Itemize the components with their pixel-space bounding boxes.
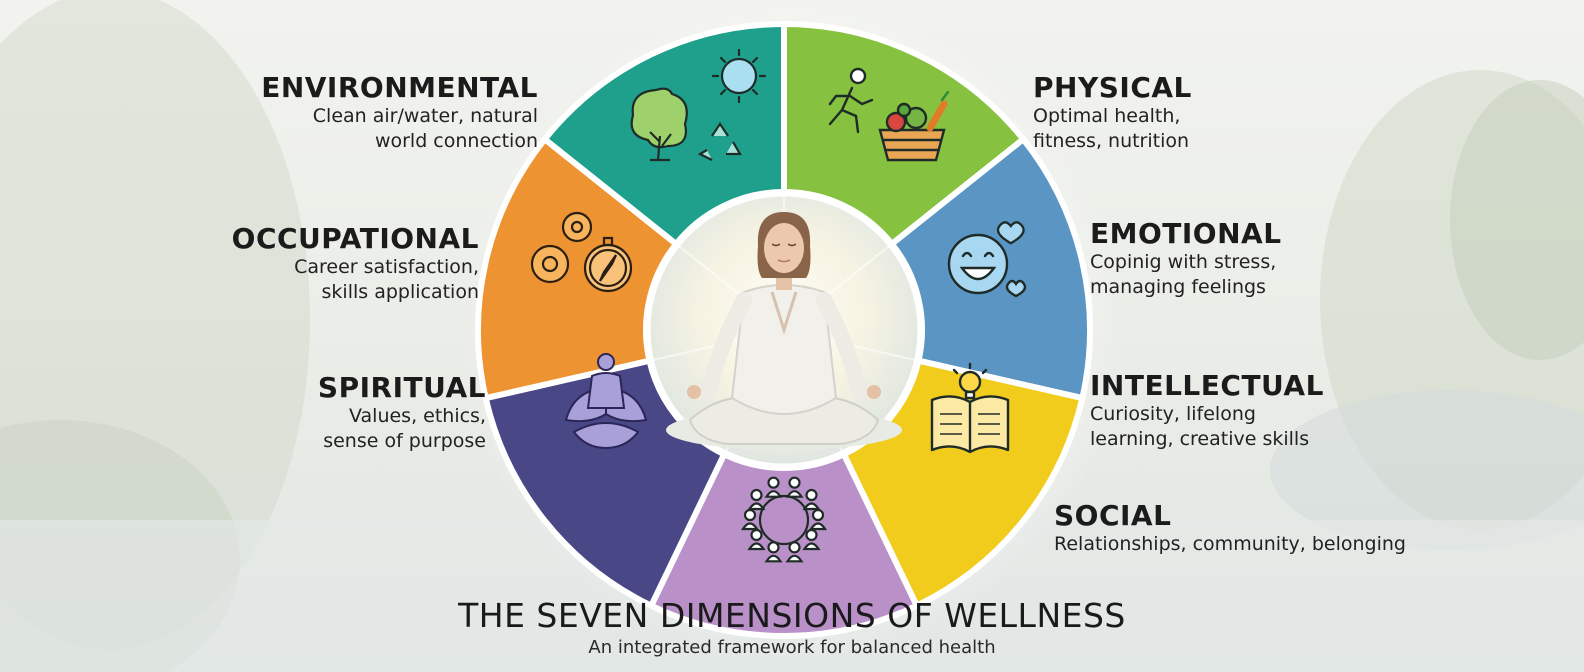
spiritual-title: SPIRITUAL bbox=[317, 371, 486, 404]
person-head bbox=[767, 476, 780, 489]
label-occupational: OCCUPATIONAL Career satisfaction, skills… bbox=[232, 223, 479, 305]
environmental-desc-2: world connection bbox=[374, 130, 538, 152]
emotional-desc-2: managing feelings bbox=[1090, 276, 1266, 298]
occupational-title: OCCUPATIONAL bbox=[231, 222, 479, 255]
book-lightbulb-icon bbox=[930, 362, 1010, 454]
people-circle-icon bbox=[740, 476, 828, 563]
label-spiritual: SPIRITUAL Values, ethics, sense of purpo… bbox=[318, 372, 486, 454]
page-title: THE SEVEN DIMENSIONS OF WELLNESS bbox=[458, 596, 1126, 635]
intellectual-title: INTELLECTUAL bbox=[1090, 369, 1324, 402]
person-body bbox=[747, 542, 766, 551]
occupational-desc-1: Career satisfaction, bbox=[294, 256, 479, 278]
label-physical: PHYSICAL Optimal health, fitness, nutrit… bbox=[1033, 72, 1192, 154]
tree-sun-recycle-icon bbox=[630, 48, 767, 162]
person-head bbox=[750, 488, 763, 502]
gears-compass-icon bbox=[530, 211, 633, 293]
emotional-desc-1: Copinig with stress, bbox=[1090, 251, 1277, 273]
person-head bbox=[743, 508, 757, 522]
person-body bbox=[785, 554, 804, 563]
label-environmental: ENVIRONMENTAL Clean air/water, natural w… bbox=[261, 72, 538, 154]
social-title: SOCIAL bbox=[1054, 499, 1172, 532]
physical-title: PHYSICAL bbox=[1033, 71, 1192, 104]
people-ring bbox=[758, 494, 810, 546]
spiritual-desc-2: sense of purpose bbox=[323, 430, 486, 452]
person-body bbox=[802, 542, 821, 551]
label-emotional: EMOTIONAL Copinig with stress, managing … bbox=[1090, 218, 1282, 300]
spiritual-desc-1: Values, ethics, bbox=[349, 405, 486, 427]
person-body bbox=[785, 490, 804, 498]
emotional-title: EMOTIONAL bbox=[1090, 217, 1282, 250]
person-head bbox=[811, 508, 825, 522]
person-head bbox=[788, 476, 801, 489]
meditating-woman-icon bbox=[666, 212, 902, 450]
occupational-desc-2: skills application bbox=[321, 281, 479, 303]
label-social: SOCIAL Relationships, community, belongi… bbox=[1054, 500, 1406, 557]
physical-desc-1: Optimal health, bbox=[1033, 105, 1181, 127]
social-desc-1: Relationships, community, belonging bbox=[1054, 533, 1406, 555]
environmental-title: ENVIRONMENTAL bbox=[261, 71, 538, 104]
person-head bbox=[805, 488, 818, 502]
environmental-desc-1: Clean air/water, natural bbox=[312, 105, 538, 127]
label-intellectual: INTELLECTUAL Curiosity, lifelong learnin… bbox=[1090, 370, 1324, 452]
intellectual-desc-2: learning, creative skills bbox=[1090, 428, 1310, 450]
runner-food-basket-icon bbox=[828, 67, 950, 162]
person-head bbox=[750, 528, 763, 542]
person-body bbox=[764, 554, 783, 563]
intellectual-desc-1: Curiosity, lifelong bbox=[1090, 403, 1256, 425]
person-body bbox=[802, 502, 821, 511]
meditation-lotus-icon bbox=[564, 353, 648, 450]
page-subtitle: An integrated framework for balanced hea… bbox=[588, 637, 996, 658]
person-body bbox=[808, 522, 828, 531]
person-body bbox=[740, 522, 760, 531]
person-head bbox=[805, 528, 818, 542]
smiley-hearts-icon bbox=[947, 221, 1027, 298]
physical-desc-2: fitness, nutrition bbox=[1033, 130, 1190, 152]
